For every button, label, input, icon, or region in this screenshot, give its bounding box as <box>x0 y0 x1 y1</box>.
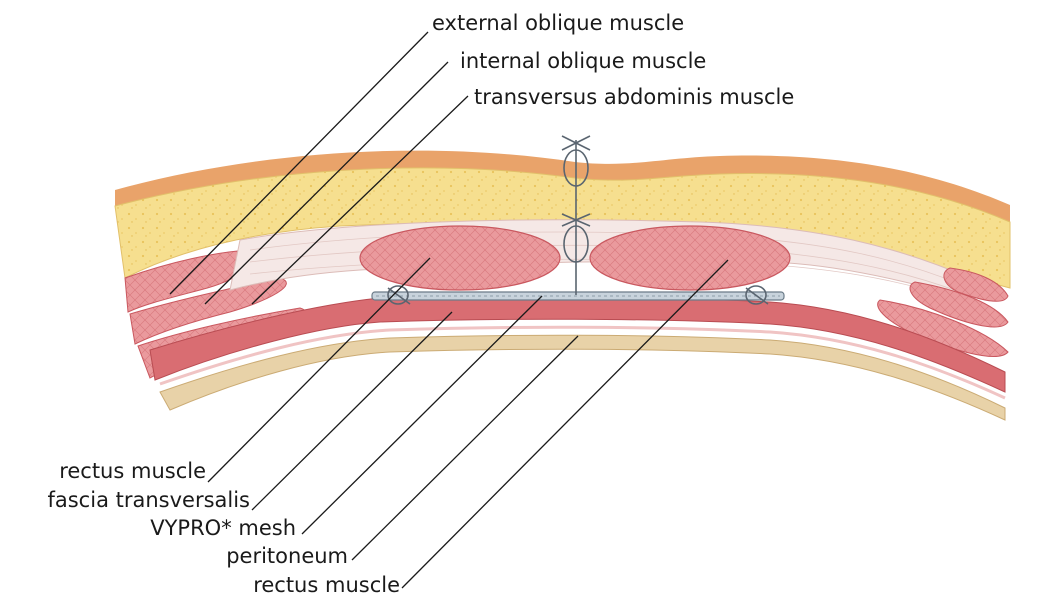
label-external-oblique: external oblique muscle <box>432 11 684 35</box>
label-mesh: VYPRO* mesh <box>150 516 296 540</box>
label-transversus: transversus abdominis muscle <box>474 85 794 109</box>
label-rectus-right: rectus muscle <box>253 573 400 597</box>
label-peritoneum: peritoneum <box>226 544 348 568</box>
rectus-muscle-right <box>590 226 790 290</box>
suture-midline <box>562 136 590 295</box>
rectus-muscle-left <box>360 226 560 290</box>
label-rectus-left: rectus muscle <box>59 459 206 483</box>
vypro-mesh <box>372 292 784 300</box>
label-internal-oblique: internal oblique muscle <box>460 49 706 73</box>
label-fascia: fascia transversalis <box>47 488 250 512</box>
